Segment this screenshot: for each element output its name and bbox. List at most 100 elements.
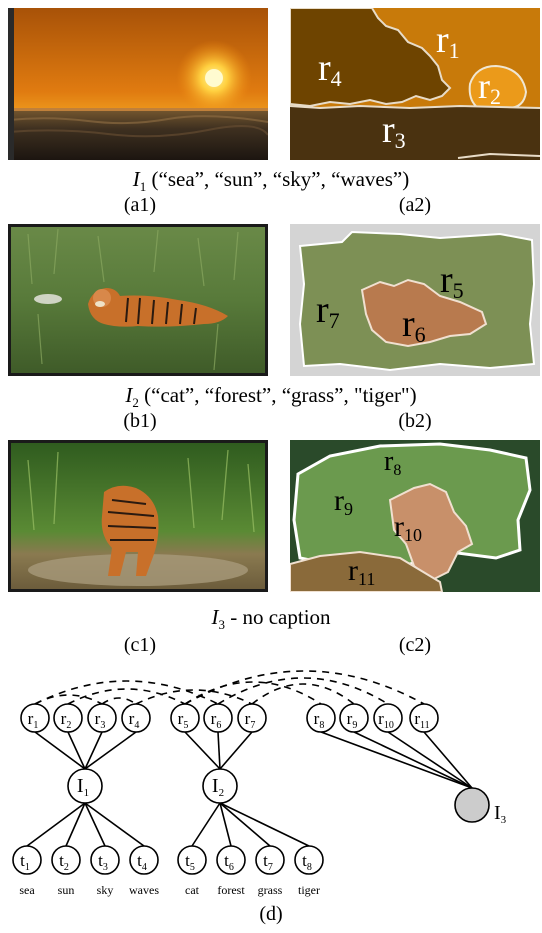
svg-text:r4: r4 xyxy=(129,709,140,731)
svg-text:I3: I3 xyxy=(494,802,507,826)
edge-i1-t1 xyxy=(26,802,86,847)
term-node-t8: t8 xyxy=(294,845,324,875)
region-node-r1: r1 xyxy=(20,703,50,733)
edge-r4-i1 xyxy=(84,731,137,770)
region-node-r8: r8 xyxy=(306,703,336,733)
edge-r6-i2 xyxy=(217,731,221,770)
edge-r9-i3 xyxy=(353,731,473,789)
region-node-r2: r2 xyxy=(53,703,83,733)
sunset-segmentation: r1 r2 r3 r4 xyxy=(290,8,540,160)
region-r5-label: r5 xyxy=(440,259,464,303)
edge-r1-r3 xyxy=(34,694,103,705)
region-node-r11: r11 xyxy=(409,703,439,733)
term-word-sea: sea xyxy=(19,883,35,897)
region-node-r6: r6 xyxy=(203,703,233,733)
svg-text:r2: r2 xyxy=(61,709,72,731)
region-r9-label: r9 xyxy=(334,484,353,519)
region-r1-label: r1 xyxy=(436,19,460,63)
svg-text:I1: I1 xyxy=(77,775,89,799)
edge-r3-r4 xyxy=(101,697,137,705)
edge-r10-i3 xyxy=(387,731,473,789)
region-node-r10: r10 xyxy=(373,703,403,733)
edge-i2-t8 xyxy=(219,802,310,847)
term-word-waves: waves xyxy=(129,883,159,897)
svg-text:r8: r8 xyxy=(314,709,325,731)
term-node-t3: t3 xyxy=(90,845,120,875)
edge-r5-i2 xyxy=(184,731,221,770)
region-r3-label: r3 xyxy=(382,109,406,153)
term-node-t1: t1 xyxy=(12,845,42,875)
tiger-water-segmentation: r8 r9 r10 r11 xyxy=(290,440,540,592)
svg-text:t5: t5 xyxy=(185,851,195,873)
term-node-t5: t5 xyxy=(177,845,207,875)
svg-text:t1: t1 xyxy=(20,851,30,873)
edge-r7-r9 xyxy=(251,683,355,705)
term-word-tiger: tiger xyxy=(298,883,320,897)
region-r7-label: r7 xyxy=(316,289,340,333)
term-node-t4: t4 xyxy=(129,845,159,875)
edge-i2-t5 xyxy=(191,802,221,847)
edge-r2-r5 xyxy=(67,688,186,705)
region-r11-label: r11 xyxy=(348,554,375,589)
region-r6-label: r6 xyxy=(402,303,426,347)
region-node-r9: r9 xyxy=(339,703,369,733)
term-word-cat: cat xyxy=(185,883,200,897)
svg-text:t8: t8 xyxy=(302,851,312,873)
edge-r6-r10 xyxy=(217,677,389,705)
edge-i2-t6 xyxy=(219,802,232,847)
edge-r2-i1 xyxy=(67,731,86,770)
svg-text:r9: r9 xyxy=(347,709,358,731)
label-b2: (b2) xyxy=(398,410,432,432)
label-d: (d) xyxy=(259,903,283,925)
label-a2: (a2) xyxy=(398,194,432,216)
svg-text:t3: t3 xyxy=(98,851,108,873)
image-node-i1: I1 xyxy=(67,768,103,804)
svg-text:r11: r11 xyxy=(414,709,429,731)
svg-text:r6: r6 xyxy=(211,709,222,731)
caption-i2: I2 (“cat”, “forest”, “grass”, "tiger") xyxy=(125,383,417,411)
region-r10-label: r10 xyxy=(394,510,422,545)
edge-i2-t7 xyxy=(219,802,271,847)
edge-r3-i1 xyxy=(84,731,103,770)
region-r4-label: r4 xyxy=(318,47,342,91)
edge-i1-t2 xyxy=(65,802,86,847)
svg-text:r7: r7 xyxy=(245,709,256,731)
svg-text:r10: r10 xyxy=(378,709,394,731)
term-word-sun: sun xyxy=(58,883,75,897)
edge-r11-i3 xyxy=(423,731,473,789)
edge-r4-r7 xyxy=(135,689,253,705)
edge-i1-t3 xyxy=(84,802,106,847)
edge-r5-r11 xyxy=(184,670,425,705)
term-node-t2: t2 xyxy=(51,845,81,875)
caption-i3: I3 - no caption xyxy=(211,605,331,633)
region-node-r3: r3 xyxy=(87,703,117,733)
label-c1: (c1) xyxy=(123,634,157,656)
edge-i1-t4 xyxy=(84,802,145,847)
svg-text:t2: t2 xyxy=(59,851,69,873)
term-node-t6: t6 xyxy=(216,845,246,875)
svg-text:r5: r5 xyxy=(178,709,189,731)
caption-i1: I1 (“sea”, “sun”, “sky”, “waves”) xyxy=(132,167,410,195)
label-c2: (c2) xyxy=(398,634,432,656)
label-b1: (b1) xyxy=(123,410,157,432)
svg-text:r3: r3 xyxy=(95,709,106,731)
svg-text:t7: t7 xyxy=(263,851,273,873)
edge-r1-r6 xyxy=(34,680,219,705)
term-word-sky: sky xyxy=(97,883,114,897)
svg-text:I2: I2 xyxy=(212,775,224,799)
term-word-forest: forest xyxy=(217,883,245,897)
image-node-i2: I2 xyxy=(202,768,238,804)
sunset-photo xyxy=(8,8,268,160)
region-node-r7: r7 xyxy=(237,703,267,733)
tiger-water-photo xyxy=(8,440,268,592)
region-node-r4: r4 xyxy=(121,703,151,733)
svg-text:r1: r1 xyxy=(28,709,39,731)
svg-text:t6: t6 xyxy=(224,851,234,873)
edge-r8-i3 xyxy=(320,731,473,789)
tiger-grass-segmentation: r5 r6 r7 xyxy=(290,224,540,376)
region-node-r5: r5 xyxy=(170,703,200,733)
edge-r7-i2 xyxy=(219,731,253,770)
svg-text:t4: t4 xyxy=(137,851,147,873)
region-r8-label: r8 xyxy=(384,446,401,479)
